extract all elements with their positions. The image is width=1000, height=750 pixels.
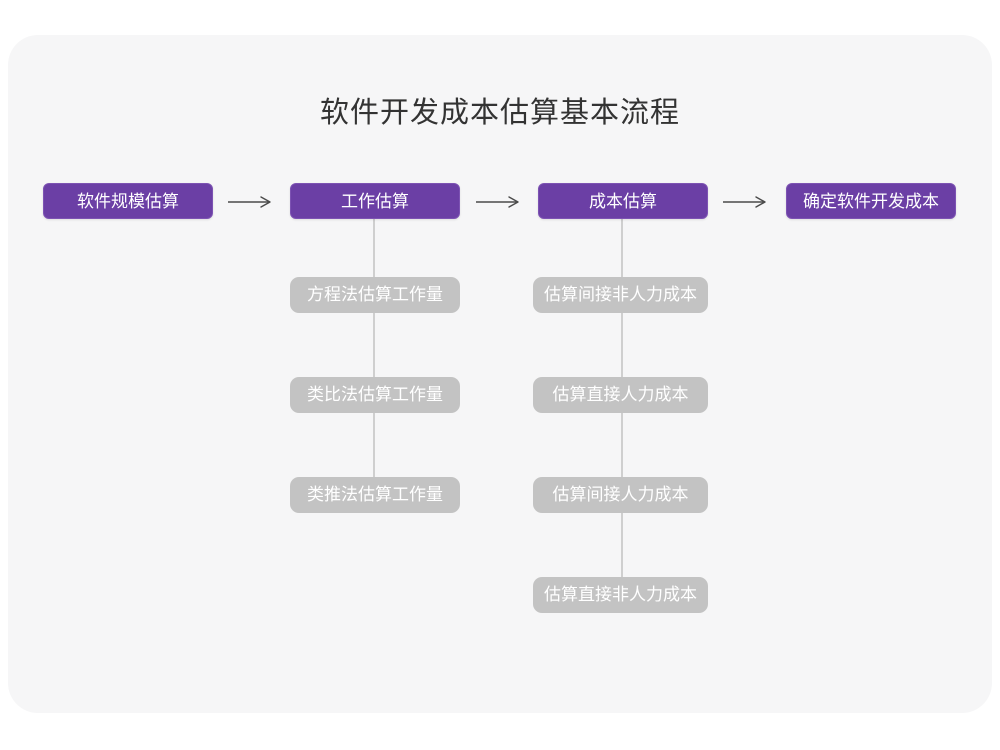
right-arrow-icon: [476, 196, 519, 208]
right-arrow-icon: [723, 196, 766, 208]
right-arrow-icon: [228, 196, 271, 208]
stage-node-determine-software-dev-cost: 确定软件开发成本: [786, 183, 956, 219]
stage-node-cost-estimation: 成本估算: [538, 183, 708, 219]
sub-node-extrapolation-method-effort: 类推法估算工作量: [290, 477, 460, 513]
diagram-title: 软件开发成本估算基本流程: [319, 97, 680, 129]
sub-node-equation-method-effort: 方程法估算工作量: [290, 277, 460, 313]
connector-line-effort-column: [373, 219, 375, 497]
stage-node-effort-estimation: 工作估算: [290, 183, 460, 219]
stage-node-software-scale-estimation: 软件规模估算: [43, 183, 213, 219]
flowchart-canvas: [8, 35, 992, 713]
sub-node-analogy-method-effort: 类比法估算工作量: [290, 377, 460, 413]
sub-node-indirect-non-labor-cost: 估算间接非人力成本: [533, 277, 708, 313]
sub-node-direct-non-labor-cost: 估算直接非人力成本: [533, 577, 708, 613]
sub-node-indirect-labor-cost: 估算间接人力成本: [533, 477, 708, 513]
sub-node-direct-labor-cost: 估算直接人力成本: [533, 377, 708, 413]
